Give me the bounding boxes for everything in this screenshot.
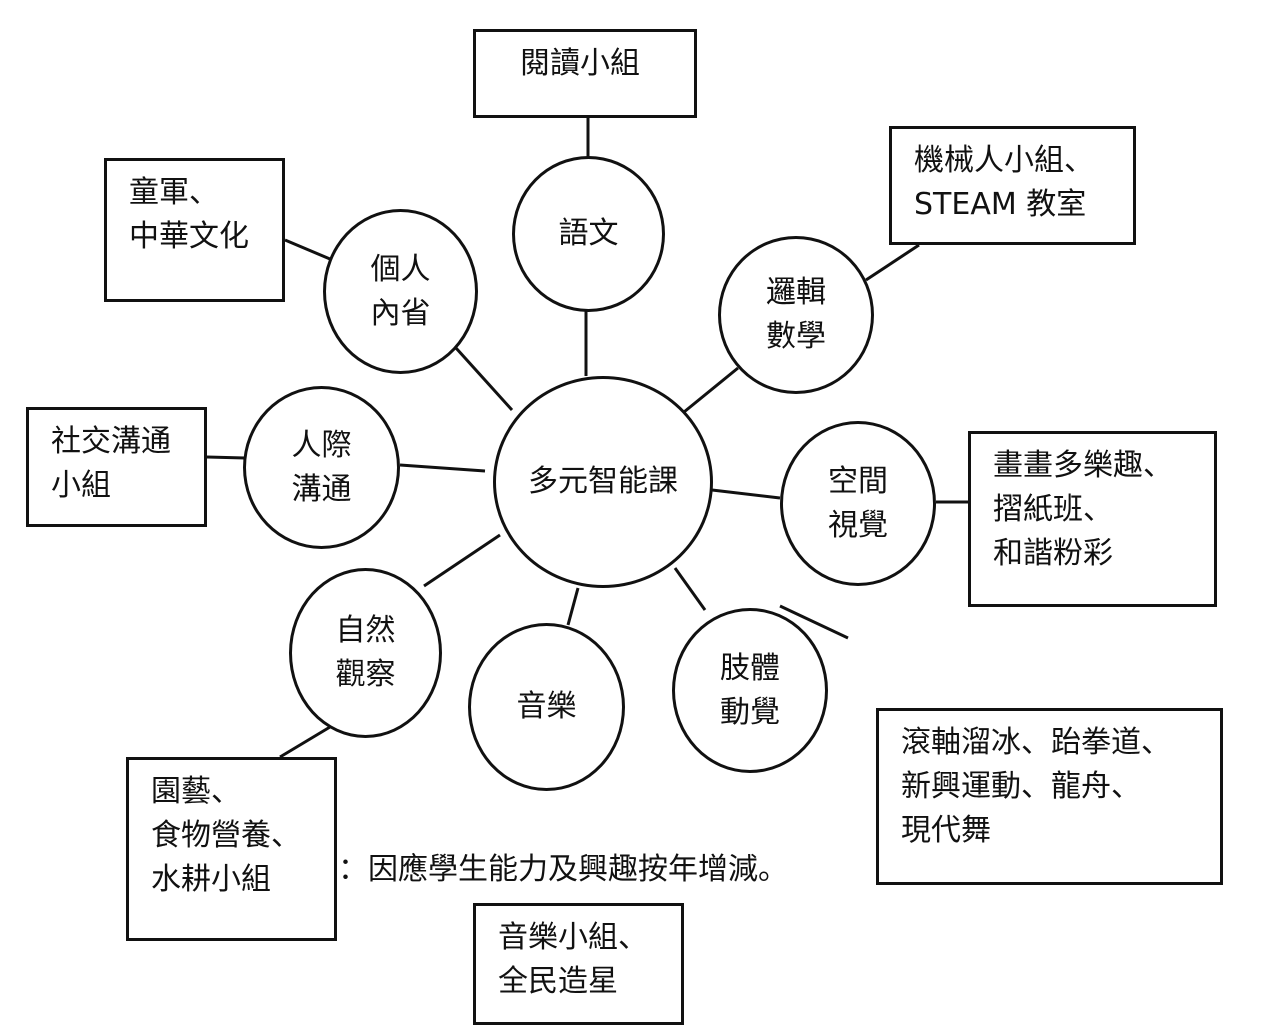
box-bodily: 滾軸溜冰、跆拳道、 新興運動、龍舟、 現代舞 — [876, 708, 1223, 885]
box-music: 音樂小組、 全民造星 — [473, 903, 684, 1025]
box-music-text: 音樂小組、 全民造星 — [498, 920, 648, 999]
connector-center-interpersonal — [399, 463, 486, 473]
node-logic-label: 邏輯 數學 — [766, 275, 826, 354]
node-naturalist: 自然 觀察 — [289, 568, 442, 738]
node-spatial-label: 空間 視覺 — [828, 463, 888, 543]
connector-logic-box — [865, 243, 920, 282]
node-language: 語文 — [512, 156, 665, 312]
box-interpersonal: 社交溝通 小組 — [26, 407, 207, 527]
box-naturalist-text: 園藝、 食物營養、 水耕小組 — [151, 774, 301, 897]
connector-naturalist-box — [279, 725, 331, 759]
box-language: 閱讀小組 — [473, 29, 697, 118]
box-spatial: 畫畫多樂趣、 摺紙班、 和諧粉彩 — [968, 431, 1217, 607]
box-language-text: 閱讀小組 — [520, 46, 640, 81]
node-naturalist-label: 自然 觀察 — [335, 613, 396, 692]
box-interpersonal-text: 社交溝通 小組 — [51, 424, 171, 503]
center-label: 多元智能課 — [528, 464, 678, 499]
node-spatial: 空間 視覺 — [780, 421, 936, 586]
node-music: 音樂 — [468, 623, 625, 791]
node-interpersonal-label: 人際 溝通 — [291, 427, 352, 507]
box-spatial-text: 畫畫多樂趣、 摺紙班、 和諧粉彩 — [993, 448, 1173, 571]
box-logic-text: 機械人小組、 STEAM 教室 — [914, 143, 1094, 222]
node-bodily: 肢體 動覺 — [672, 608, 828, 773]
node-language-label: 語文 — [558, 216, 619, 251]
connector-center-intrapersonal — [454, 346, 514, 412]
center-node: 多元智能課 — [493, 376, 713, 588]
connector-intrapersonal-box — [284, 238, 331, 261]
node-logic: 邏輯 數學 — [718, 236, 874, 394]
node-interpersonal: 人際 溝通 — [243, 386, 400, 549]
connector-interpersonal-box — [206, 455, 246, 460]
connector-bodily-box — [779, 604, 849, 640]
connector-center-bodily — [673, 567, 707, 611]
box-intrapersonal-text: 童軍、 中華文化 — [129, 175, 249, 254]
connector-center-spatial — [711, 488, 781, 500]
node-intrapersonal: 個人 內省 — [323, 209, 478, 374]
box-bodily-text: 滾軸溜冰、跆拳道、 新興運動、龍舟、 現代舞 — [901, 725, 1171, 848]
footnote: ：因應學生能力及興趣按年增減。 — [338, 852, 788, 887]
node-music-label: 音樂 — [516, 689, 577, 724]
connector-center-naturalist — [423, 533, 501, 588]
box-intrapersonal: 童軍、 中華文化 — [104, 158, 285, 302]
box-logic: 機械人小組、 STEAM 教室 — [889, 126, 1136, 245]
connector-center-music — [566, 587, 580, 626]
node-intrapersonal-label: 個人 內省 — [370, 251, 431, 331]
connector-center-logic — [683, 366, 739, 414]
node-bodily-label: 肢體 動覺 — [720, 650, 780, 730]
box-naturalist: 園藝、 食物營養、 水耕小組 — [126, 757, 337, 941]
